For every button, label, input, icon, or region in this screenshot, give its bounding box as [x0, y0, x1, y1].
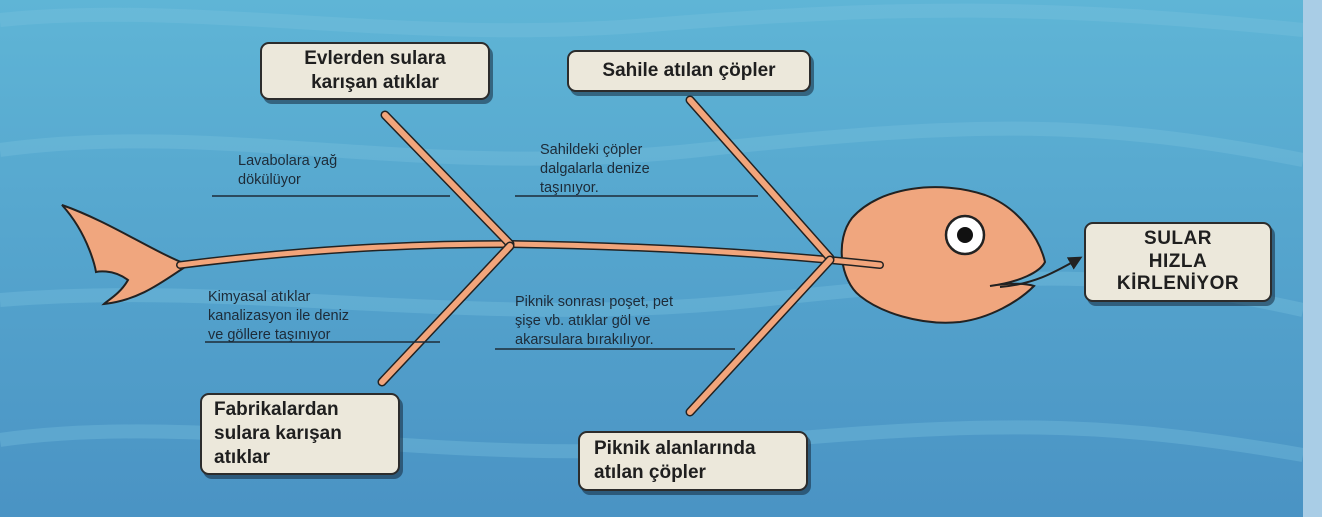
detail-note-bottom-right: Piknik sonrası poşet, pet şişe vb. atıkl…: [515, 293, 673, 350]
effect-box: SULAR HIZLA KİRLENİYOR: [1084, 222, 1272, 302]
fish-tail: [61, 204, 191, 306]
right-edge-strip: [1303, 0, 1322, 517]
cause-text: atıklar: [214, 446, 270, 468]
detail-text: taşınıyor.: [540, 179, 599, 196]
cause-text: Piknik alanlarında: [594, 438, 756, 460]
cause-text: Sahile atılan çöpler: [602, 60, 776, 82]
cause-text: sulara karışan: [214, 423, 342, 445]
detail-note-top-left: Lavabolara yağ dökülüyor: [238, 152, 337, 190]
cause-text: Fabrikalardan: [214, 399, 339, 421]
detail-note-top-right: Sahildeki çöpler dalgalarla denize taşın…: [540, 141, 650, 198]
cause-box-bottom-left: Fabrikalardan sulara karışan atıklar: [200, 393, 400, 475]
detail-text: Kimyasal atıklar: [208, 289, 311, 305]
detail-text: Piknik sonrası poşet, pet: [515, 294, 673, 310]
detail-text: şişe vb. atıklar göl ve: [515, 312, 651, 329]
detail-text: Sahildeki çöpler: [540, 142, 643, 158]
detail-text: akarsulara bırakılıyor.: [515, 331, 654, 348]
detail-text: ve göllere taşınıyor: [208, 326, 331, 343]
effect-text: HIZLA: [1148, 250, 1208, 272]
cause-box-top-right: Sahile atılan çöpler: [567, 50, 811, 92]
cause-box-top-left: Evlerden sulara karışan atıklar: [260, 42, 490, 100]
effect-text: SULAR: [1144, 227, 1212, 249]
effect-arrow: [999, 256, 1083, 288]
cause-text: atılan çöpler: [594, 462, 706, 483]
cause-text: karışan atıklar: [311, 72, 439, 93]
detail-text: Lavabolara yağ: [238, 153, 338, 169]
fish-pupil: [957, 227, 973, 243]
detail-underlines: [205, 195, 758, 350]
detail-text: dökülüyor: [238, 171, 301, 188]
detail-text: dalgalarla denize: [540, 160, 650, 177]
fish-bones: [377, 95, 835, 417]
effect-text: KİRLENİYOR: [1116, 273, 1240, 295]
cause-box-bottom-right: Piknik alanlarında atılan çöpler: [578, 431, 808, 491]
cause-text: Evlerden sulara: [304, 48, 446, 70]
detail-note-bottom-left: Kimyasal atıklar kanalizasyon ile deniz …: [208, 288, 349, 345]
detail-text: kanalizasyon ile deniz: [208, 307, 350, 324]
